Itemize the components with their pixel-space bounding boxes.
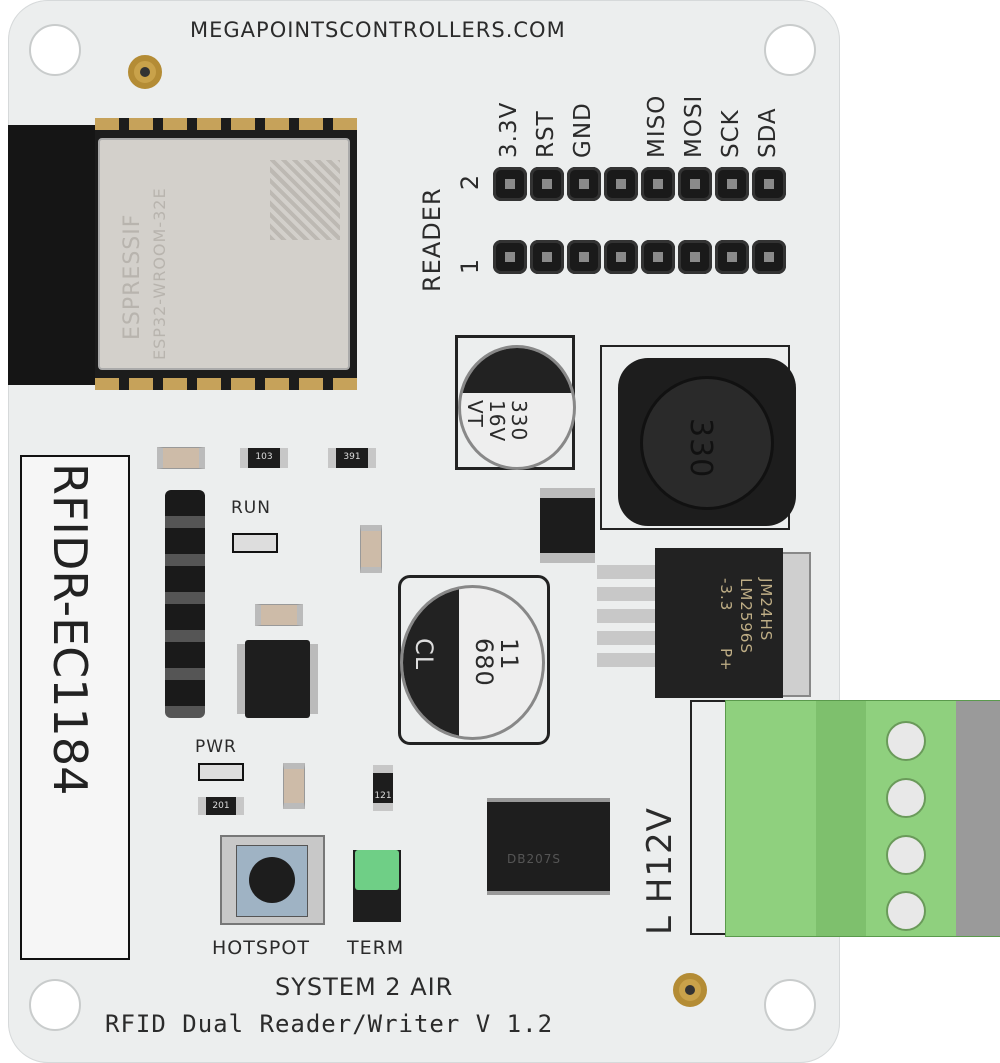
- header-pin: [641, 167, 675, 201]
- header-pin: [604, 167, 638, 201]
- run-label: RUN: [231, 498, 271, 518]
- regulator-lm2596s: JM24HS LM2596S -3.3 P+: [655, 548, 783, 698]
- terminal-block: [725, 700, 1000, 937]
- capacitor-330uf: 330 16V VT: [458, 345, 576, 470]
- header-pin: [493, 167, 527, 201]
- inductor: 330: [618, 358, 796, 526]
- term-jumper[interactable]: [355, 850, 399, 890]
- header-pin: [567, 240, 601, 274]
- terminal-screw[interactable]: [886, 721, 926, 761]
- antenna-area: [8, 125, 98, 385]
- pin-label: 3.3V: [496, 101, 522, 158]
- header-pin: [678, 240, 712, 274]
- pin-label: MOSI: [681, 94, 707, 158]
- header-pin: [493, 240, 527, 274]
- gold-pad: [128, 55, 162, 89]
- terminal-screw[interactable]: [886, 778, 926, 818]
- term-label: TERM: [347, 937, 405, 959]
- bridge-rectifier: DB207S: [487, 798, 610, 895]
- resistor-391: 391: [328, 448, 376, 468]
- esp32-shield: ESPRESSIF ESP32-WROOM-32E: [98, 138, 350, 370]
- website-label: MEGAPOINTSCONTROLLERS.COM: [190, 18, 566, 42]
- cap-outline: [398, 575, 550, 745]
- inductor-value: 330: [683, 418, 718, 479]
- board-title: SYSTEM 2 AIR: [275, 973, 454, 1001]
- header-pin: [641, 240, 675, 274]
- soic-chip: [245, 640, 310, 718]
- mounting-hole: [764, 24, 816, 76]
- reader-1-label: 1: [456, 257, 485, 275]
- module-model: ESP32-WROOM-32E: [150, 187, 169, 360]
- qr-code: [270, 160, 340, 240]
- smd-capacitor: [283, 763, 305, 809]
- mounting-hole: [29, 979, 81, 1031]
- smd-capacitor: [360, 525, 382, 573]
- pwr-label: PWR: [195, 737, 237, 757]
- pin-label: SCK: [718, 109, 744, 158]
- smd-capacitor: [157, 447, 205, 469]
- header-pin: [715, 167, 749, 201]
- reader-label: READER: [418, 187, 446, 292]
- resistor-103: 103: [240, 448, 288, 468]
- header-pin: [530, 240, 564, 274]
- handwritten-id: RFIDR-EC1184: [43, 463, 97, 796]
- pwr-led: [198, 763, 244, 781]
- terminal-screw[interactable]: [886, 891, 926, 931]
- header-pin: [567, 167, 601, 201]
- pin-label: MISO: [644, 94, 670, 158]
- hotspot-label: HOTSPOT: [212, 937, 310, 959]
- pin-header-6: [165, 490, 205, 718]
- pin-label: GND: [570, 102, 596, 158]
- mounting-hole: [29, 24, 81, 76]
- header-pin: [715, 240, 749, 274]
- resistor-201: 201: [198, 797, 244, 815]
- regulator-leads: [597, 565, 659, 675]
- id-label: RFIDR-EC1184: [20, 455, 130, 960]
- module-brand: ESPRESSIF: [120, 213, 145, 340]
- header-pin: [752, 167, 786, 201]
- header-pin: [752, 240, 786, 274]
- header-pin: [530, 167, 564, 201]
- power-label: L H12V: [640, 807, 680, 935]
- terminal-outline: [690, 700, 735, 935]
- run-led: [232, 533, 278, 553]
- gold-pad: [673, 973, 707, 1007]
- pin-label: SDA: [755, 107, 781, 158]
- terminal-screw[interactable]: [886, 835, 926, 875]
- mounting-hole: [764, 979, 816, 1031]
- capacitor-680uf: 11 680 CL: [400, 585, 545, 740]
- hotspot-button[interactable]: [220, 835, 325, 925]
- header-pin: [678, 167, 712, 201]
- reader-2-label: 2: [456, 173, 485, 191]
- smd-capacitor: [255, 604, 303, 626]
- board-subtitle: RFID Dual Reader/Writer V 1.2: [105, 1010, 554, 1038]
- diode: [540, 488, 595, 563]
- resistor-121: 121: [373, 765, 393, 811]
- pin-label: RST: [533, 110, 559, 158]
- header-pin: [604, 240, 638, 274]
